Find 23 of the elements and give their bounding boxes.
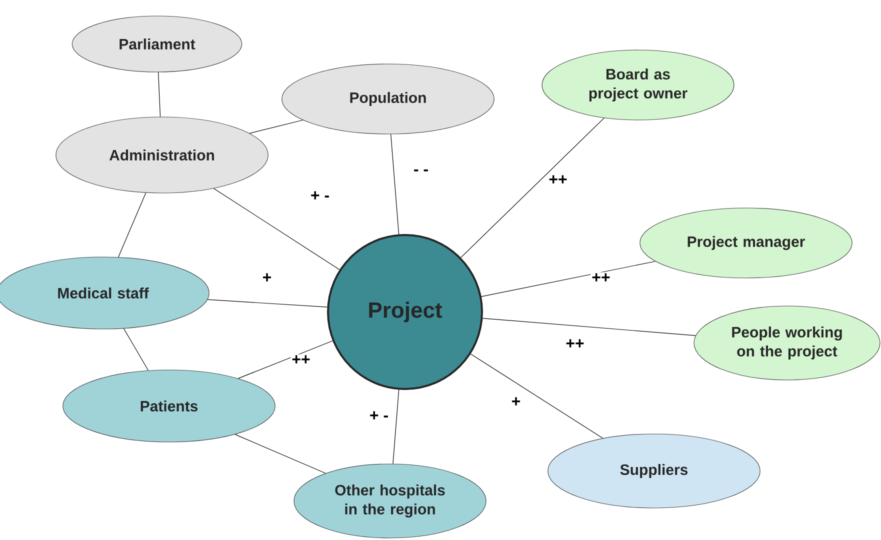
connector-line xyxy=(470,354,604,439)
edge-label: + xyxy=(510,396,522,408)
edge-label: ++ xyxy=(564,338,586,350)
edge-label: ++ xyxy=(290,354,312,366)
connector-line xyxy=(234,434,326,474)
edge-label: - - xyxy=(412,168,430,176)
connector-line xyxy=(390,134,400,235)
connector-line xyxy=(392,389,400,464)
edge-label: + xyxy=(261,272,273,284)
connector-line xyxy=(238,340,333,379)
edge-label: + - xyxy=(368,410,390,422)
connector-line xyxy=(124,328,149,371)
edge-label: ++ xyxy=(548,174,568,186)
connector-line xyxy=(158,72,161,117)
connector-line xyxy=(481,261,656,297)
connector-line xyxy=(207,299,328,308)
edge-label: ++ xyxy=(590,272,612,284)
connector-line xyxy=(482,318,696,336)
connector-line xyxy=(249,120,304,134)
edge-label: + - xyxy=(309,190,331,202)
connector-line xyxy=(460,118,604,258)
connector-line xyxy=(118,192,146,258)
connector-line xyxy=(213,188,340,270)
